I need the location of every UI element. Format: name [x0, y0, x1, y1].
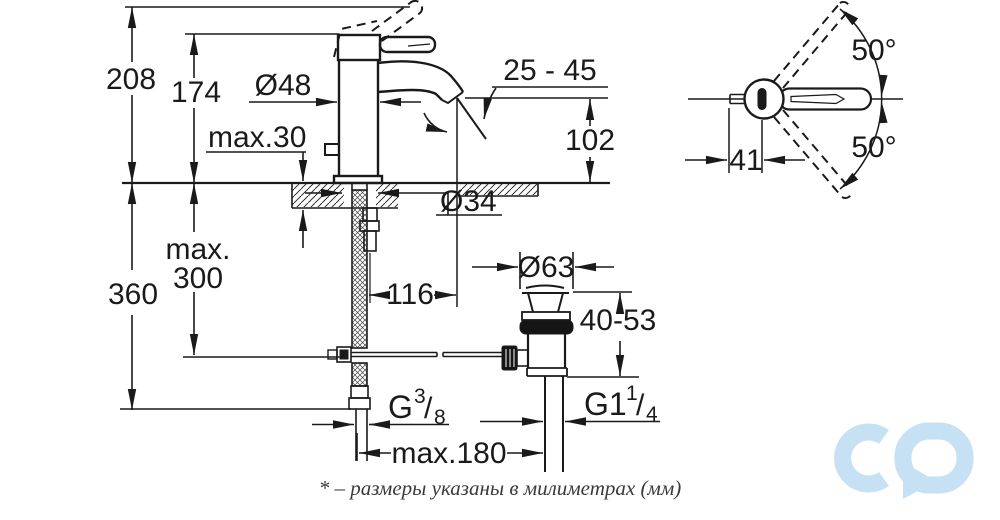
dim-hole-diameter: Ø34	[440, 185, 497, 218]
dim-handle-swing-up: 50°	[851, 34, 896, 67]
dim-below-deck-depth: 360	[108, 278, 158, 311]
dim-supply-thread: G 3 / 8	[388, 385, 446, 429]
dim-drain-deck-range: 40-53	[580, 304, 657, 337]
dim-deck-thickness: max.30	[208, 121, 306, 154]
site-logo-watermark	[834, 422, 974, 499]
faucet-handle-raised-dashed	[333, 0, 424, 58]
technical-drawing: 208 174 max.30 360 max. 300 Ø48 25 - 45 …	[106, 0, 903, 472]
units-footnote: * – размеры указаны в милиметрах (мм)	[318, 476, 682, 500]
arc-arrowheads	[840, 9, 888, 189]
dimension-labels: 208 174 max.30 360 max. 300 Ø48 25 - 45 …	[106, 34, 897, 470]
cd-logo-icon	[834, 422, 974, 499]
pop-up-rod	[327, 346, 502, 363]
svg-text:4: 4	[646, 403, 658, 426]
svg-text:3: 3	[414, 385, 426, 408]
dimension-lines	[127, 7, 660, 471]
handle-top-view	[685, 0, 903, 200]
dim-body-height: 174	[171, 76, 221, 109]
dim-aerator-angle-range: 25 - 45	[503, 54, 596, 87]
svg-text:G: G	[388, 389, 413, 425]
dim-handle-pivot-offset: 41	[729, 144, 762, 177]
svg-text:/: /	[424, 392, 433, 425]
dim-spout-height: 102	[565, 124, 615, 157]
svg-text:8: 8	[434, 406, 446, 429]
dim-hose-length-line1: max.	[165, 233, 230, 266]
dim-hose-length-line2: 300	[173, 262, 223, 295]
dim-body-diameter: Ø48	[255, 69, 312, 102]
drain-assembly	[501, 284, 574, 472]
faucet-side-view	[324, 33, 465, 185]
dim-handle-swing-down: 50°	[851, 131, 896, 164]
svg-text:/: /	[636, 389, 645, 422]
supply-hose-assembly	[348, 183, 380, 461]
dim-drain-thread: G1 1 / 4	[584, 382, 658, 426]
dim-hose-spread-max: max.180	[391, 437, 506, 470]
extension-lines	[120, 6, 608, 410]
dim-spout-reach: 116	[386, 278, 434, 311]
svg-text:1: 1	[626, 382, 638, 405]
svg-text:G1: G1	[584, 386, 627, 422]
dim-drain-cap-diameter: Ø63	[518, 251, 575, 284]
dim-total-height: 208	[106, 63, 156, 96]
